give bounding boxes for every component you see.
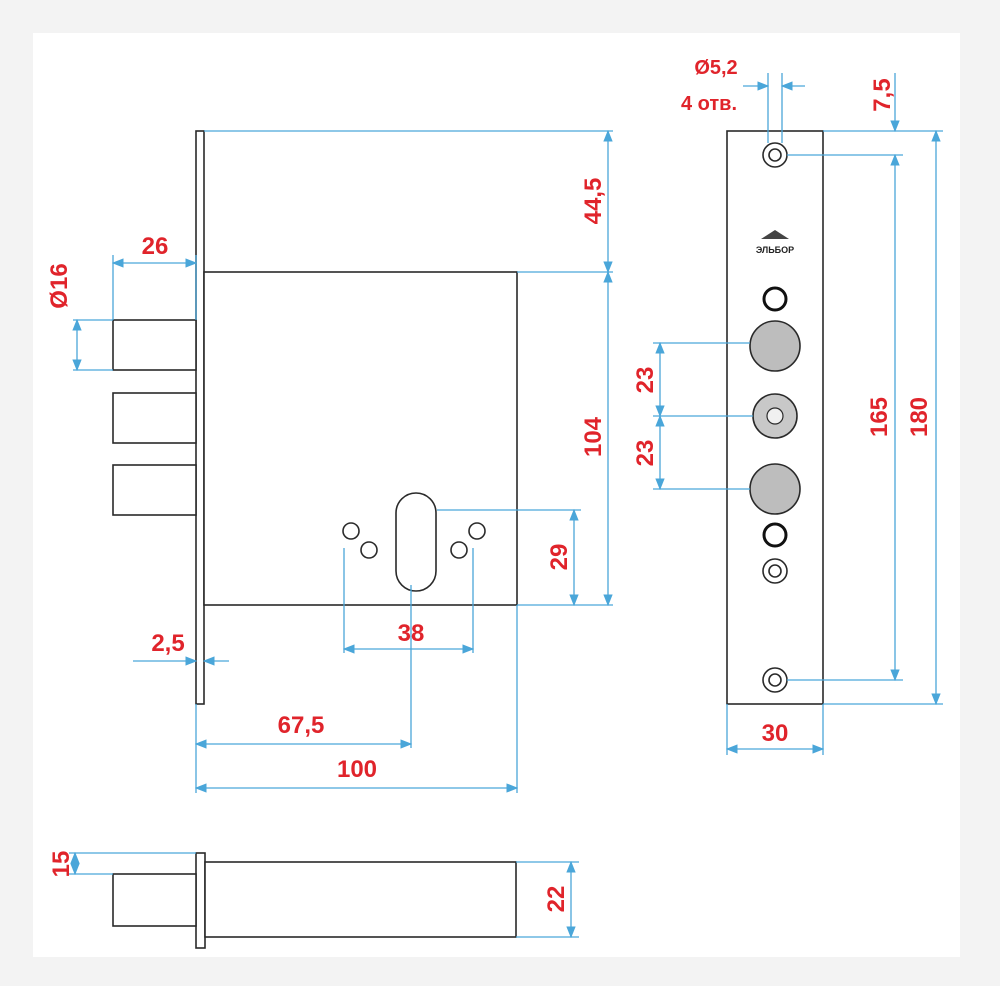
- bottom-view: 15 22: [48, 851, 579, 949]
- front-view: 26 Ø16 44,5 104 29 38 2,5 67,5 100: [46, 129, 613, 793]
- dim-plate-thickness: 2,5: [151, 630, 184, 657]
- front-faceplate: [195, 130, 205, 705]
- cylinder-keyhole: [395, 492, 437, 592]
- dim-bolt-spacing-1: 23: [632, 367, 659, 394]
- dim-hole-spacing: 165: [866, 397, 893, 437]
- dim-screw-spacing: 38: [398, 620, 425, 647]
- bottom-case: [204, 861, 517, 938]
- lock-technical-drawing: 26 Ø16 44,5 104 29 38 2,5 67,5 100: [46, 57, 943, 949]
- faceplate-view: ЭЛЬБОР Ø5,2 4 отв. 7,5 23 23 165 180 30: [632, 57, 943, 755]
- screw-hole-lower: [762, 558, 788, 584]
- bolt-middle: [112, 392, 197, 444]
- bolt-top: [112, 319, 197, 371]
- small-hole-top: [762, 286, 788, 312]
- lock-case: [203, 271, 518, 606]
- dim-cylinder-height: 29: [546, 544, 573, 571]
- bolt-head-middle: [752, 393, 798, 439]
- dim-case-width: 100: [337, 756, 377, 783]
- dim-hole-diameter: Ø5,2: [694, 57, 737, 79]
- dim-faceplate-width: 30: [762, 720, 789, 747]
- dim-case-height: 104: [580, 416, 607, 457]
- drawing-sheet: 26 Ø16 44,5 104 29 38 2,5 67,5 100: [33, 33, 960, 957]
- dim-bolt-spacing-2: 23: [632, 440, 659, 467]
- dim-plate-to-case: 26: [142, 233, 169, 260]
- brand-logo: ЭЛЬБОР: [756, 230, 794, 255]
- dim-top-offset: 44,5: [580, 178, 607, 225]
- dim-bolt-height: 15: [48, 851, 75, 878]
- dim-bolt-diameter: Ø16: [46, 263, 73, 308]
- screw-hole-bottom: [762, 667, 788, 693]
- dim-faceplate-length: 180: [906, 397, 933, 437]
- dim-hole-offset: 7,5: [869, 78, 896, 111]
- bottom-bolt: [112, 873, 197, 927]
- bolt-bottom: [112, 464, 197, 516]
- dim-case-thickness: 22: [543, 886, 570, 913]
- mounting-slot-right: [450, 522, 486, 559]
- bolt-head-bottom: [749, 463, 801, 515]
- brand-logo-text: ЭЛЬБОР: [756, 245, 794, 255]
- small-hole-bottom: [762, 522, 788, 548]
- dim-hole-count: 4 отв.: [681, 93, 737, 115]
- bottom-faceplate: [195, 852, 206, 949]
- screw-hole-top: [762, 142, 788, 168]
- bolt-head-top: [749, 320, 801, 372]
- mounting-slot-left: [342, 522, 378, 559]
- dim-backset: 67,5: [278, 712, 325, 739]
